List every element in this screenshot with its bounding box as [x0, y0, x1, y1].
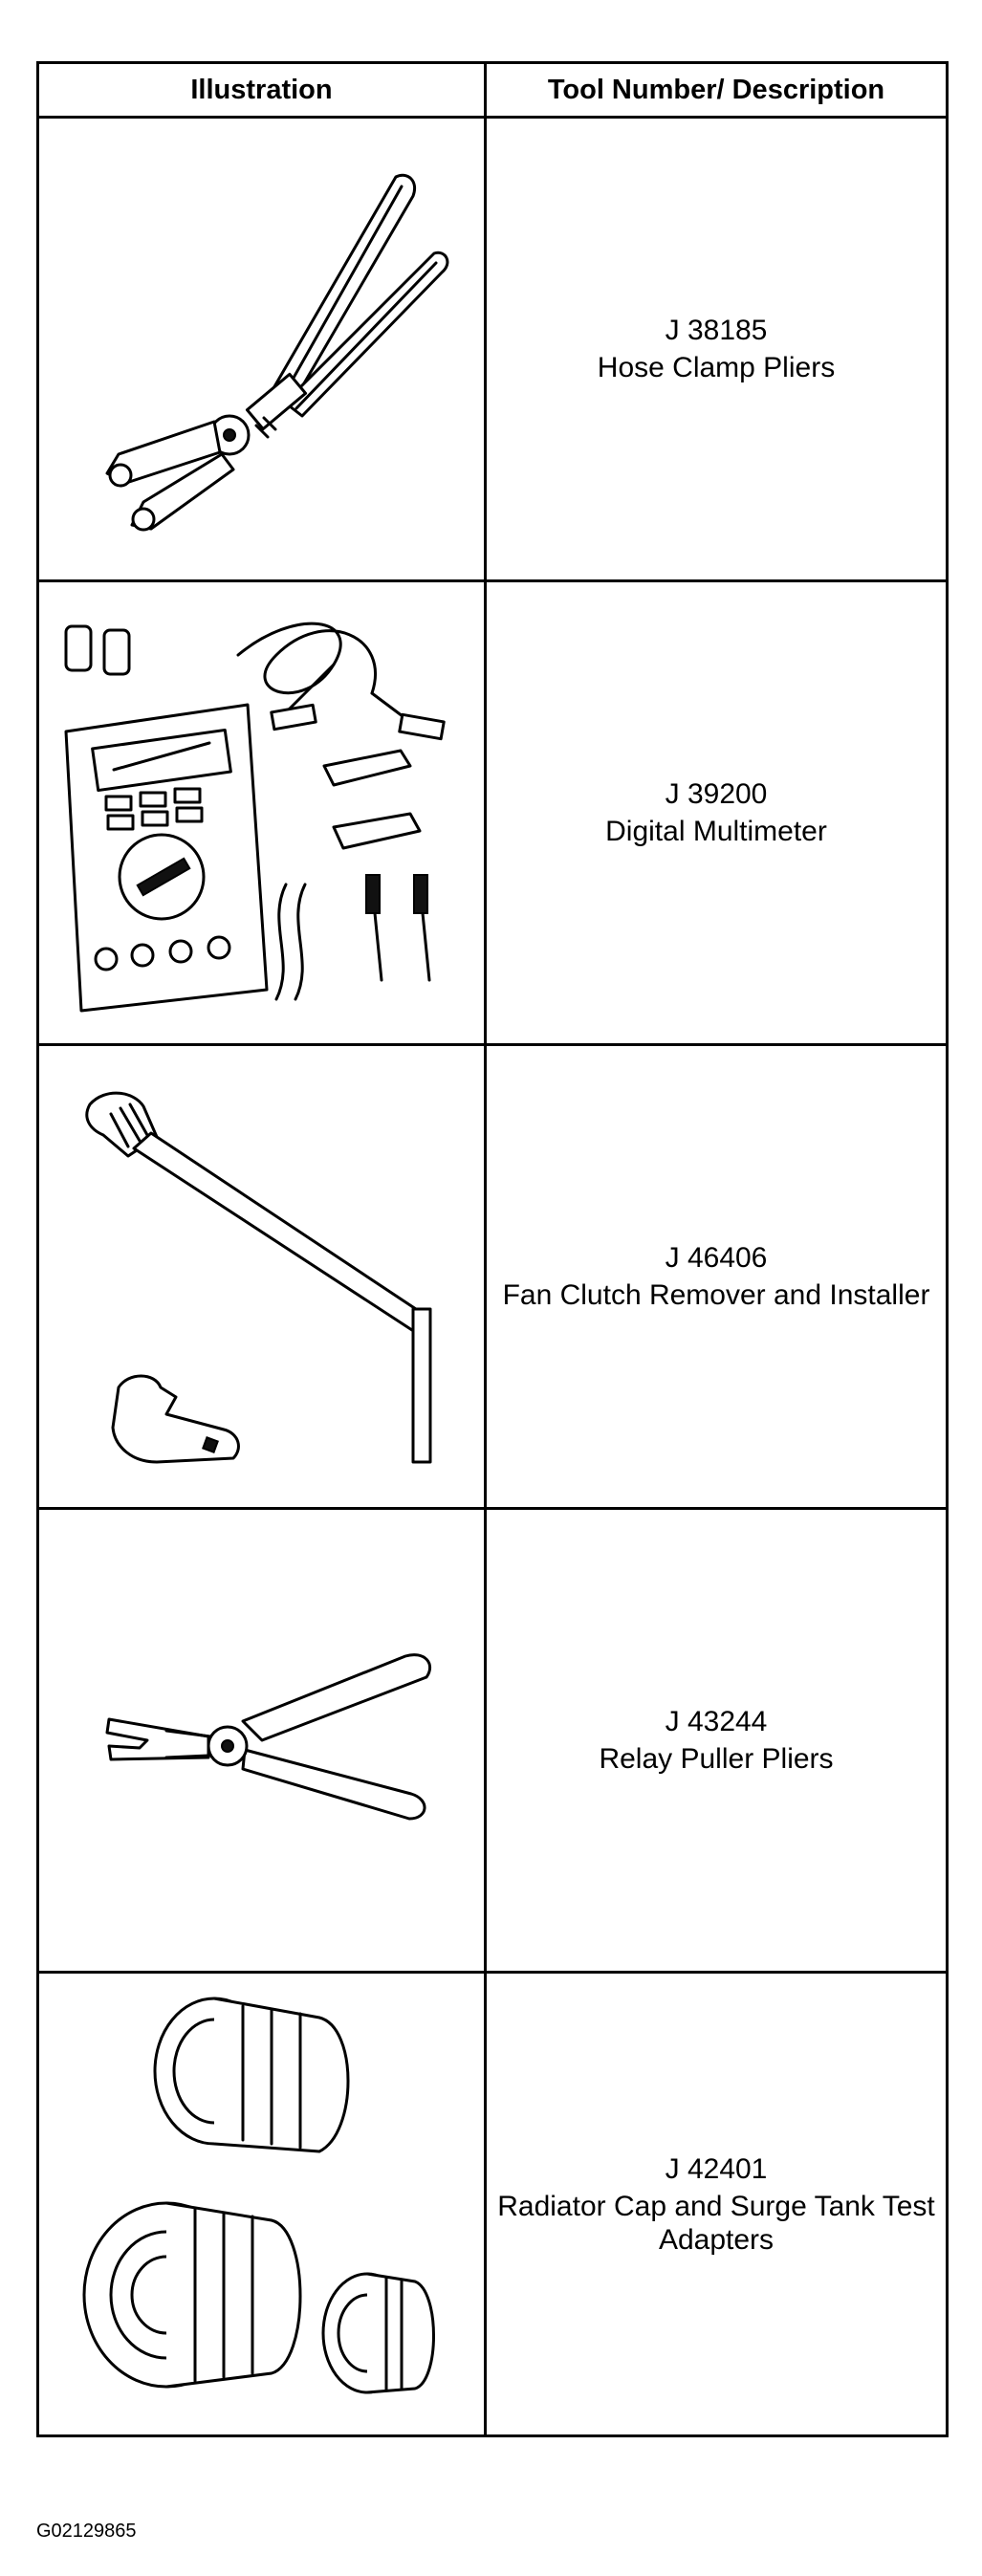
header-tool-description: Tool Number/ Description	[484, 61, 949, 119]
tool-name: Fan Clutch Remover and Installer	[502, 1279, 930, 1311]
figure-id: G02129865	[36, 2521, 137, 2542]
tool-name: Relay Puller Pliers	[599, 1743, 834, 1775]
tool-number: J 46406	[665, 1242, 768, 1274]
table-row: J 39200 Digital Multimeter	[36, 579, 949, 1046]
table-row: J 46406 Fan Clutch Remover and Installer	[36, 1043, 949, 1510]
table-row: J 38185 Hose Clamp Pliers	[36, 116, 949, 582]
description-cell: J 38185 Hose Clamp Pliers	[484, 116, 949, 582]
header-illustration: Illustration	[36, 61, 487, 119]
tool-number: J 39200	[665, 778, 768, 810]
description-cell: J 43244 Relay Puller Pliers	[484, 1507, 949, 1974]
relay-puller-pliers-icon	[105, 1653, 431, 1821]
tool-name: Radiator Cap and Surge Tank Test Adapter…	[497, 2190, 935, 2256]
tool-number: J 42401	[665, 2152, 768, 2185]
tool-number: J 38185	[665, 315, 768, 346]
illustration-cell	[36, 116, 487, 582]
description-cell: J 39200 Digital Multimeter	[484, 579, 949, 1046]
illustration-cell	[36, 579, 487, 1046]
hose-clamp-pliers-icon	[105, 173, 448, 532]
table-row: J 43244 Relay Puller Pliers	[36, 1507, 949, 1974]
tool-name: Digital Multimeter	[605, 816, 827, 847]
table-row: J 42401 Radiator Cap and Surge Tank Test…	[36, 1971, 949, 2437]
tool-number: J 43244	[665, 1706, 768, 1737]
description-cell: J 42401 Radiator Cap and Surge Tank Test…	[484, 1971, 949, 2437]
special-tools-table: Illustration Tool Number/ Description	[36, 61, 949, 2437]
digital-multimeter-icon	[64, 622, 446, 1013]
fan-clutch-wrench-icon	[84, 1091, 431, 1464]
table-header-row: Illustration Tool Number/ Description	[36, 61, 949, 119]
illustration-cell	[36, 1043, 487, 1510]
illustration-cell	[36, 1507, 487, 1974]
radiator-cap-adapters-icon	[82, 1997, 435, 2394]
description-cell: J 46406 Fan Clutch Remover and Installer	[484, 1043, 949, 1510]
illustration-cell	[36, 1971, 487, 2437]
tool-name: Hose Clamp Pliers	[597, 352, 836, 383]
